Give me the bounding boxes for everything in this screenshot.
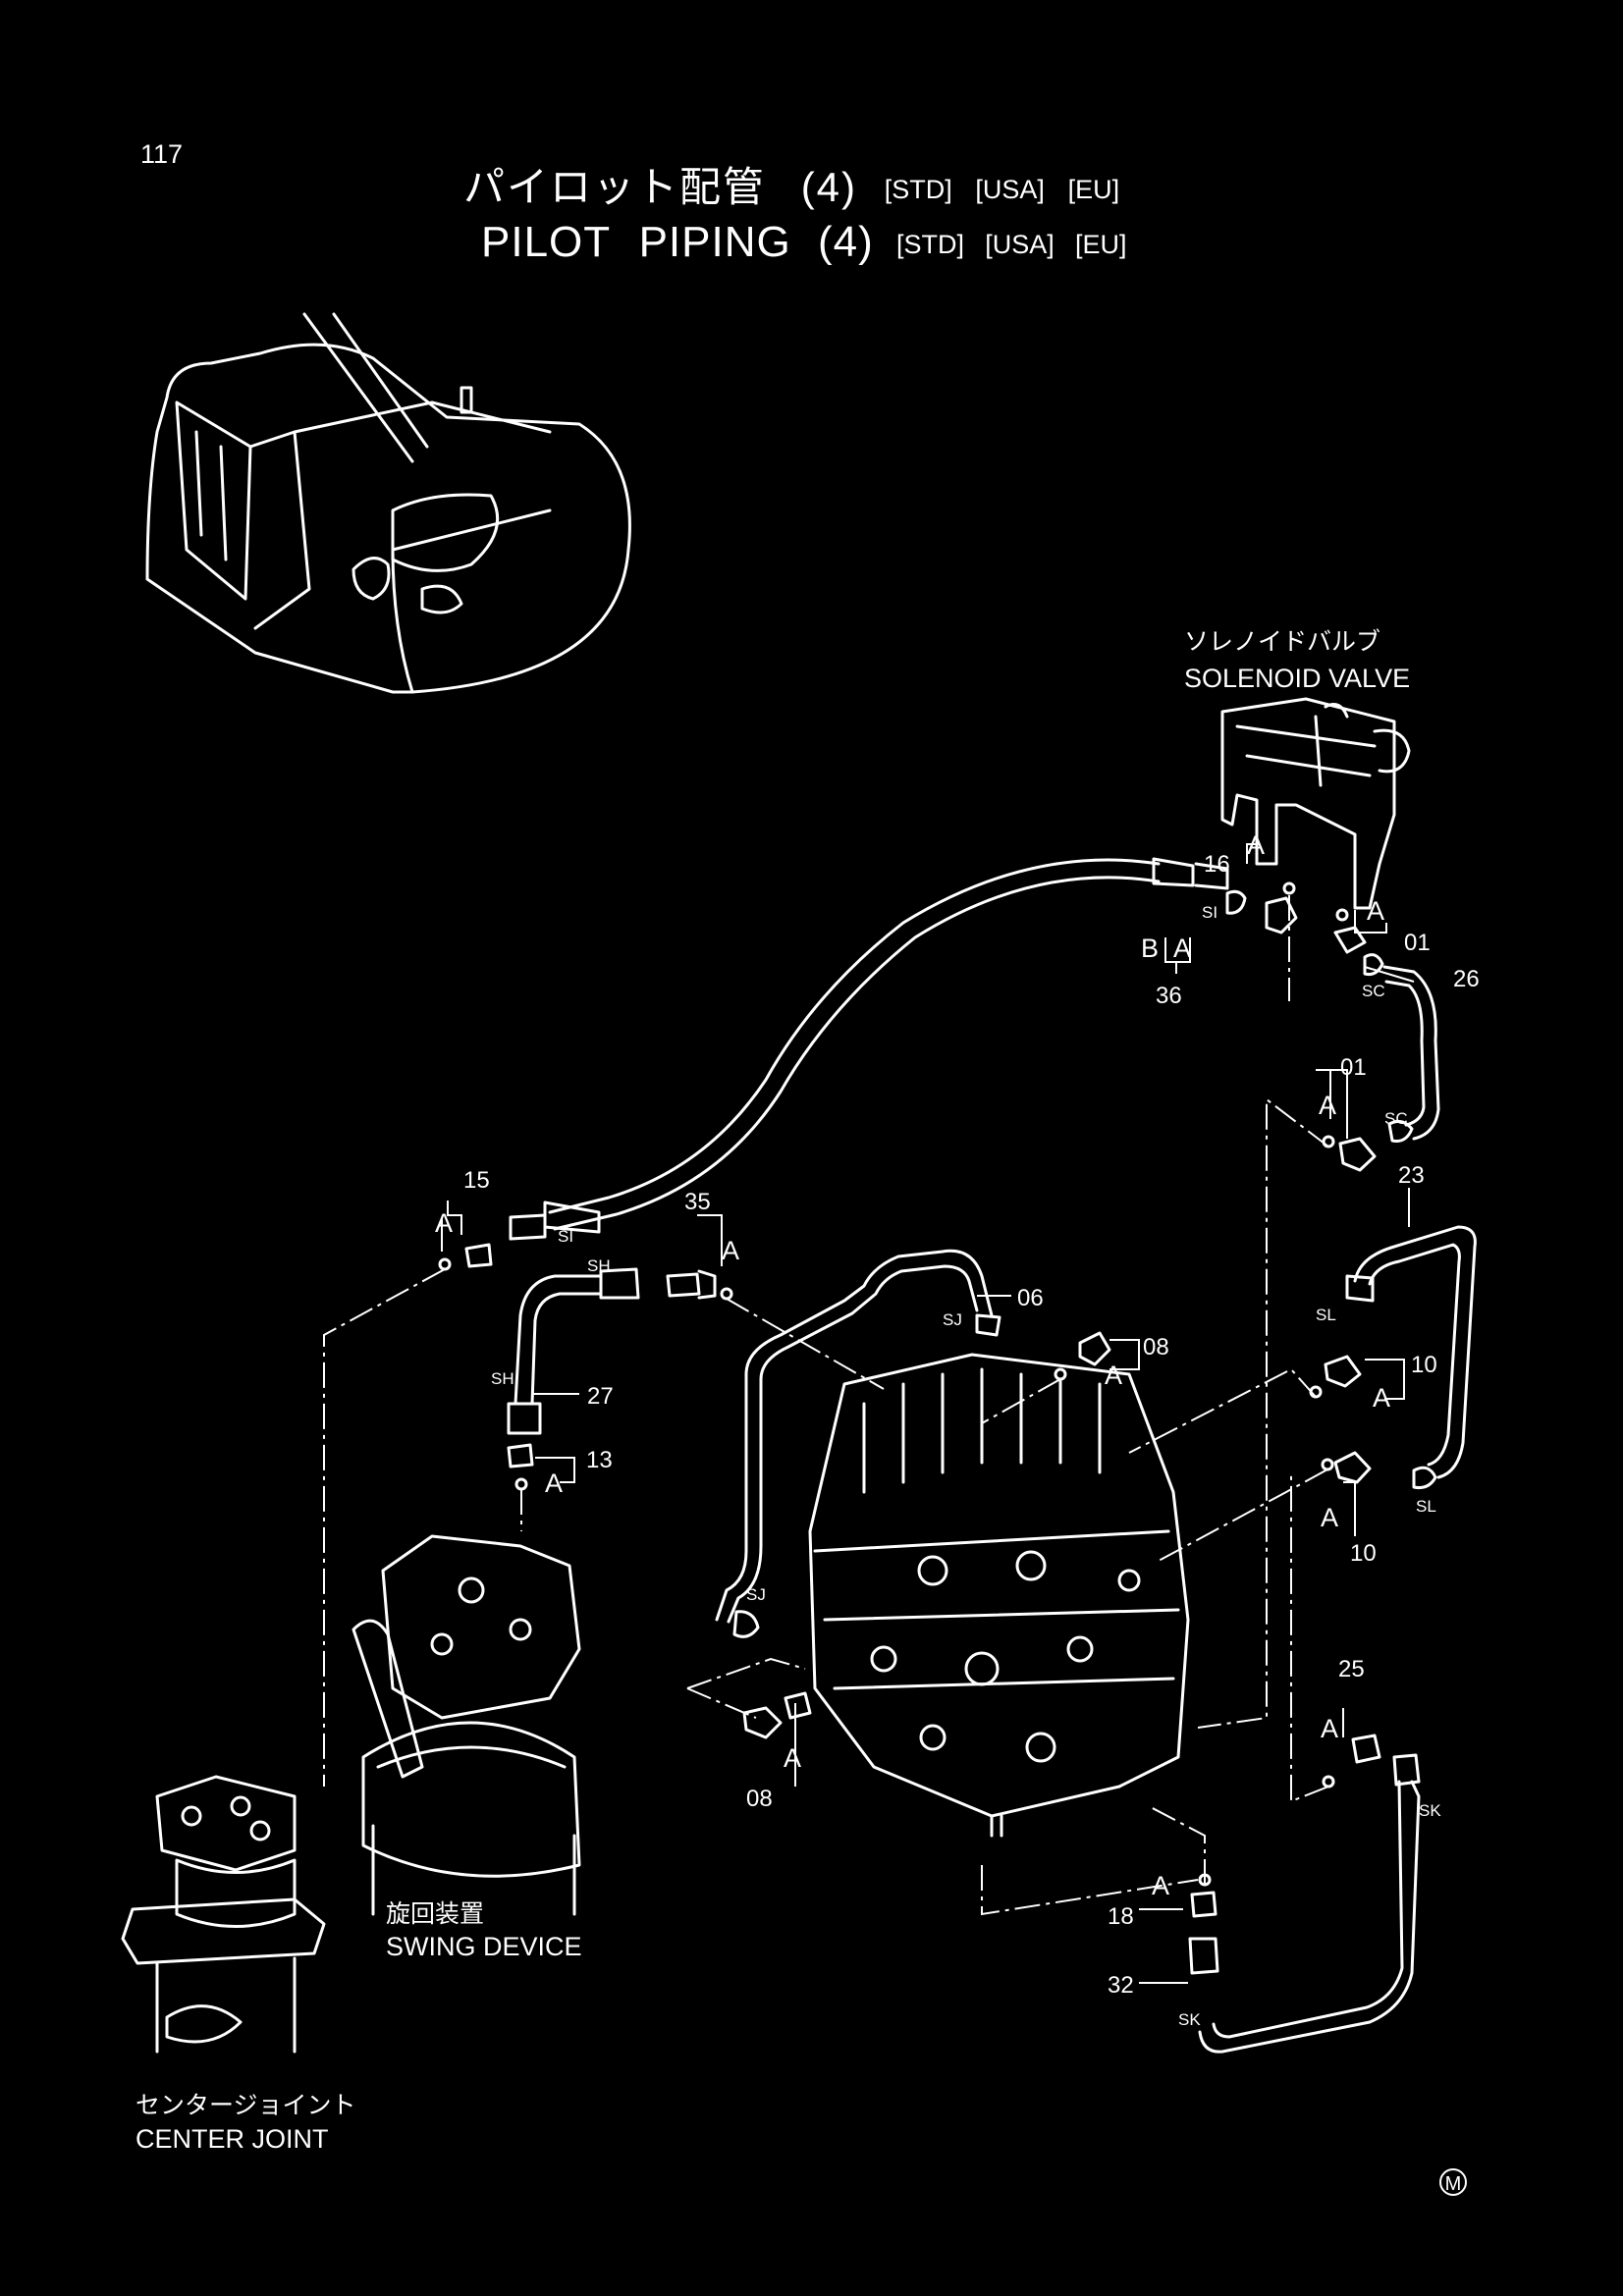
component-captions: ソレノイドバルブ SOLENOID VALVE 旋回装置 SWING DEVIC… [135, 628, 1410, 2154]
detail-letters: A A B A A A A A A A A A A A [435, 830, 1390, 1900]
callout-15: 15 [463, 1167, 490, 1194]
solenoid-valve-illustration [1220, 697, 1411, 910]
swing-device-caption-en: SWING DEVICE [386, 1932, 582, 1961]
fittings-08 [742, 1331, 1111, 1739]
pilot-hose-36 [509, 857, 1229, 1241]
tag-std: [STD] [884, 175, 952, 205]
solenoid-valve-caption-en: SOLENOID VALVE [1184, 664, 1410, 693]
port-sh-lower: SH [491, 1369, 514, 1388]
letter-a-36: A [1173, 934, 1191, 963]
callout-23: 23 [1398, 1162, 1425, 1189]
letter-a-15: A [435, 1208, 453, 1238]
center-joint-caption-en: CENTER JOINT [135, 2124, 329, 2154]
excavator-locator-illustration [145, 312, 631, 694]
letter-a-01-upper: A [1367, 896, 1384, 926]
callout-36: 36 [1156, 983, 1182, 1009]
callout-10-upper: 10 [1411, 1352, 1437, 1378]
port-si-upper: SI [1202, 903, 1217, 922]
callout-brackets [441, 843, 1420, 1984]
letter-a-10-upper: A [1373, 1383, 1390, 1413]
letter-a-08-upper: A [1105, 1361, 1122, 1390]
hose-06 [715, 1249, 1001, 1638]
hose-26 [1382, 965, 1440, 1143]
solenoid-fittings [1225, 881, 1384, 976]
title-number: (4) [800, 164, 858, 210]
title-japanese-text: パイロット配管 [463, 164, 767, 210]
callout-10-lower: 10 [1350, 1540, 1377, 1567]
letter-a-16: A [1247, 830, 1265, 860]
tag-usa-en: [USA] [985, 229, 1055, 259]
tag-std-en: [STD] [895, 229, 964, 259]
fitting-35 [666, 1269, 733, 1301]
hose-27 [507, 1267, 640, 1435]
page-number: 117 [140, 139, 184, 169]
title-english-text: PILOT PIPING [481, 218, 791, 266]
port-sl-upper: SL [1316, 1306, 1336, 1324]
part-callouts: 01 01 06 08 08 10 10 13 15 16 18 23 25 2… [463, 851, 1480, 1999]
port-sk-lower: SK [1178, 2010, 1201, 2029]
callout-13: 13 [586, 1447, 613, 1473]
leader-lines [323, 895, 1329, 1916]
center-joint-illustration [121, 1775, 326, 2054]
port-sc-upper: SC [1362, 982, 1385, 1000]
port-sj-lower: SJ [746, 1585, 766, 1604]
callout-01-lower: 01 [1340, 1054, 1367, 1081]
title-english: PILOT PIPING (4) [STD] [USA] [EU] [481, 221, 1127, 264]
port-sl-lower: SL [1416, 1497, 1436, 1516]
callout-18: 18 [1108, 1903, 1134, 1930]
hose-32-sk [1188, 1753, 1421, 2054]
title-number-en: (4) [817, 218, 874, 266]
callout-16: 16 [1204, 851, 1230, 878]
port-sj-upper: SJ [943, 1310, 962, 1329]
m-mark-letter: M [1445, 2173, 1462, 2195]
swing-device-illustration [352, 1534, 581, 1916]
letter-a-25: A [1321, 1714, 1338, 1743]
letter-b-36: B [1141, 934, 1159, 963]
callout-27: 27 [587, 1383, 614, 1410]
fitting-01-lower [1322, 1135, 1377, 1172]
callout-08-upper: 08 [1143, 1334, 1169, 1361]
callout-06: 06 [1017, 1285, 1044, 1311]
callout-25: 25 [1338, 1656, 1365, 1682]
port-sh-upper: SH [587, 1256, 611, 1275]
callout-01-upper: 01 [1404, 930, 1431, 956]
port-sk-upper: SK [1419, 1801, 1441, 1820]
letter-a-13: A [545, 1468, 563, 1498]
title-japanese: パイロット配管 (4) [STD] [USA] [EU] [463, 167, 1119, 208]
letter-a-10-lower: A [1321, 1503, 1338, 1532]
callout-35: 35 [684, 1189, 711, 1215]
tag-usa: [USA] [975, 175, 1045, 205]
solenoid-valve-caption-jp: ソレノイドバルブ [1184, 628, 1380, 656]
center-joint-caption-jp: センタージョイント [135, 2092, 356, 2119]
letter-a-18: A [1152, 1871, 1169, 1900]
port-labels: SI SI SC SC SH SH SJ SJ SL SL SK SK [491, 903, 1441, 2029]
callout-32: 32 [1108, 1972, 1134, 1999]
control-valve-illustration [808, 1353, 1190, 1838]
fittings-10 [1309, 1355, 1372, 1484]
port-sc-lower: SC [1384, 1109, 1408, 1128]
swing-device-caption-jp: 旋回装置 [386, 1900, 484, 1928]
tag-eu-en: [EU] [1074, 229, 1127, 259]
letter-a-01-lower: A [1319, 1091, 1336, 1120]
callout-08-lower: 08 [746, 1786, 773, 1812]
letter-a-08-lower: A [784, 1743, 801, 1773]
callout-26: 26 [1453, 966, 1480, 992]
hose-23 [1345, 1225, 1477, 1489]
m-mark-symbol: M [1439, 2168, 1467, 2196]
port-si-lower: SI [558, 1227, 573, 1246]
tag-eu: [EU] [1067, 175, 1120, 205]
letter-a-35: A [722, 1236, 739, 1265]
